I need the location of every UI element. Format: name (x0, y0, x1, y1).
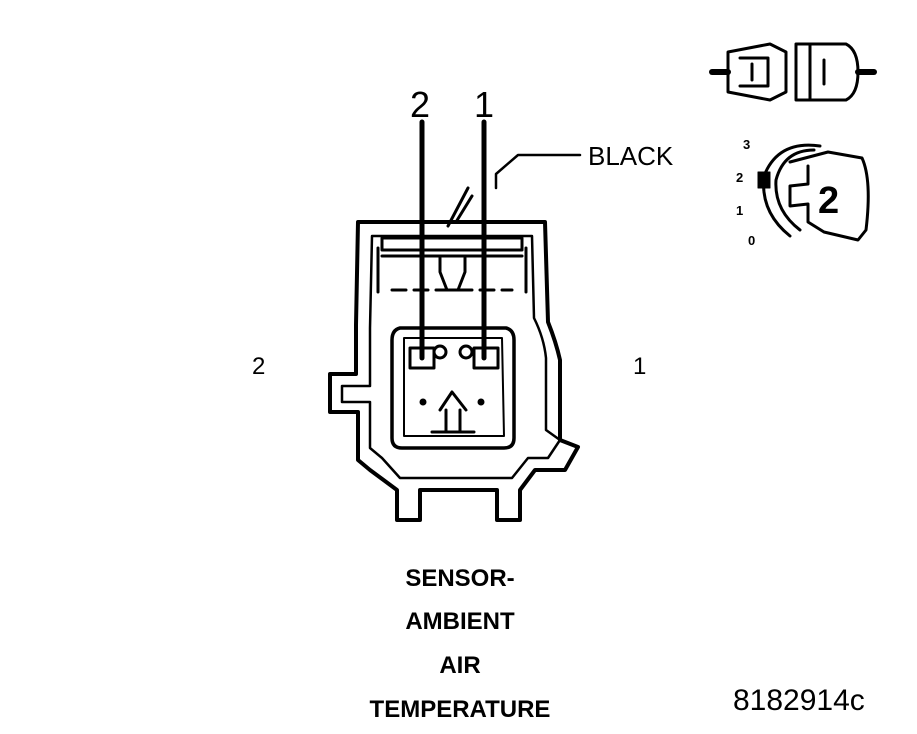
key-dot-right (477, 398, 485, 406)
type-icon-male (726, 42, 788, 102)
latch-frame (380, 236, 524, 252)
connector-inner-shell (340, 234, 562, 480)
key-scale-1: 1 (736, 203, 744, 218)
type-icon-female (794, 42, 860, 102)
latch-wedge (446, 186, 474, 228)
connector-outer-shell (328, 220, 580, 522)
pin-1-side-label: 1 (633, 353, 647, 380)
title-line-3: AIR (439, 652, 481, 679)
black-leader-line (494, 153, 582, 190)
key-position-slot (788, 150, 870, 242)
terminal-cavity (390, 326, 516, 450)
pin-2-seal (432, 344, 448, 360)
key-scale-2: 2 (736, 170, 744, 185)
latch-tab (438, 256, 467, 292)
key-position-number: 2 (818, 180, 840, 222)
pin-2-label-top: 2 (410, 84, 431, 125)
terminal-cavity-inner (403, 337, 505, 437)
connector-color-label: BLACK (588, 141, 674, 171)
title-line-1: SENSOR- (405, 565, 515, 592)
pin-1-label-top: 1 (474, 84, 495, 125)
polarity-key (430, 390, 476, 434)
key-scale-0: 0 (748, 233, 756, 248)
key-scale-3: 3 (743, 137, 751, 152)
key-position-marker (757, 171, 771, 189)
key-dot-left (419, 398, 427, 406)
title-line-2: AMBIENT (405, 608, 515, 635)
key-position-arc (762, 143, 822, 238)
pin-2-side-label: 2 (252, 353, 266, 380)
title-line-4: TEMPERATURE (369, 696, 551, 723)
figure-code: 8182914c (733, 684, 865, 717)
pin-1-seal (458, 344, 474, 360)
